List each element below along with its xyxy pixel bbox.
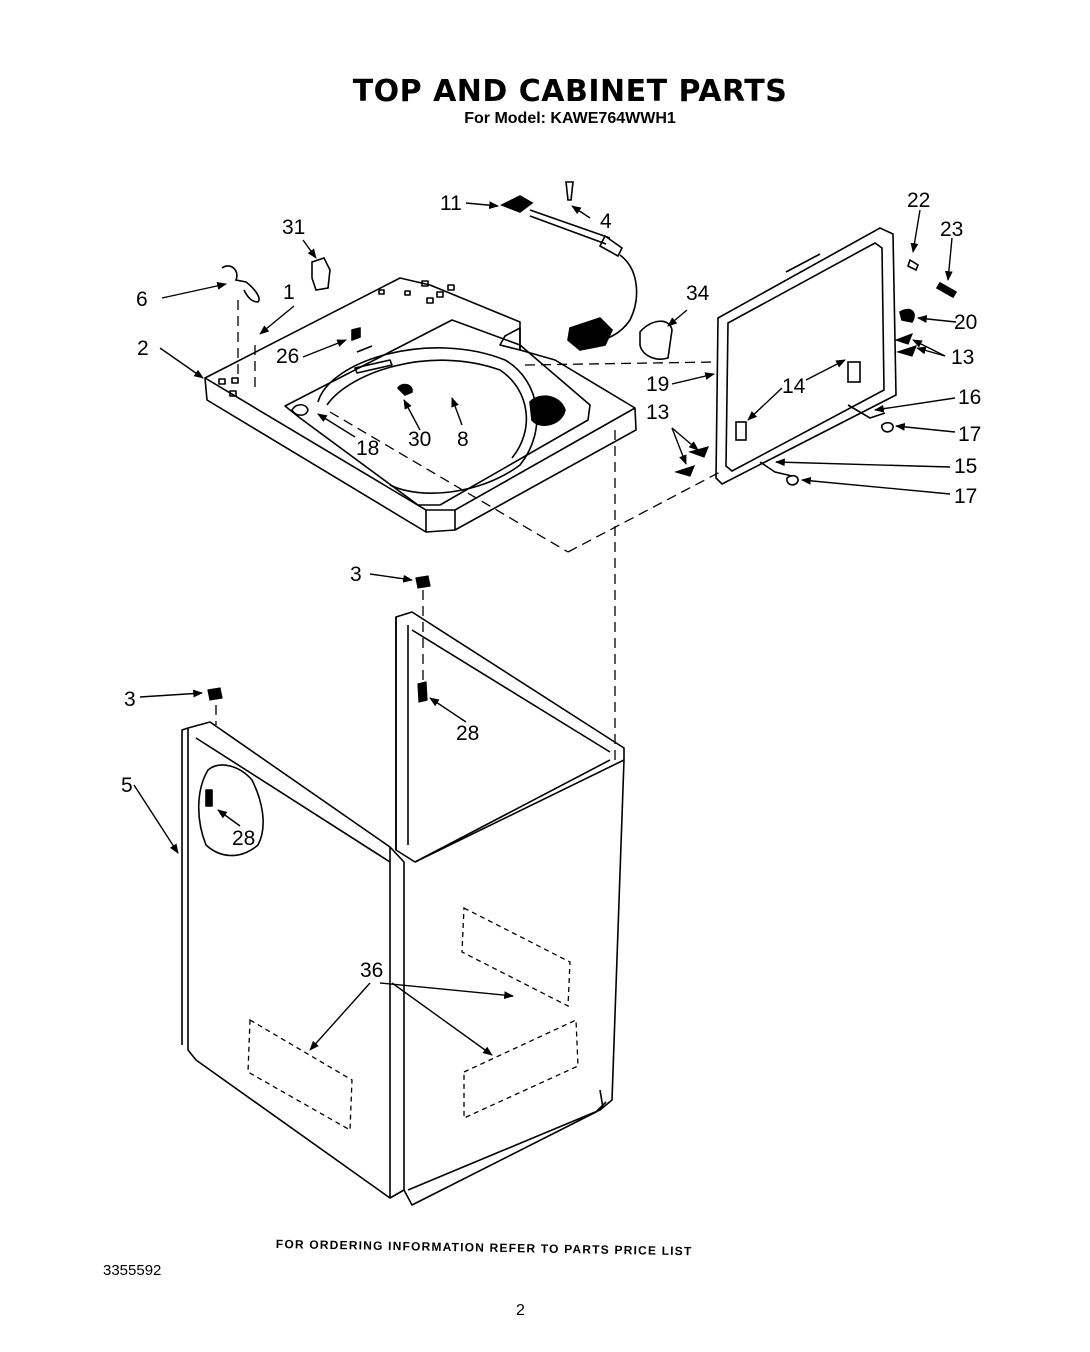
callout-31: 31: [282, 216, 305, 239]
part-6-shape: [221, 265, 260, 303]
cabinet: [181, 611, 625, 1206]
callout-13: 13: [951, 346, 974, 369]
callout-3: 3: [350, 563, 362, 586]
document-number: 3355592: [103, 1262, 162, 1279]
page-number: 2: [516, 1302, 525, 1319]
callout-26: 26: [276, 345, 299, 368]
callout-15: 15: [954, 455, 977, 478]
callout-34: 34: [686, 282, 710, 305]
callout-36: 36: [360, 959, 383, 982]
callout-1: 1: [283, 281, 295, 304]
hinge-screws: [207, 575, 431, 703]
callout-5: 5: [121, 774, 133, 797]
leader-lines: [133, 201, 957, 1056]
callout-6: 6: [136, 288, 148, 311]
lid-assembly: [715, 227, 958, 486]
callout-3: 3: [124, 688, 136, 711]
callout-13: 13: [646, 401, 669, 424]
callout-labels: 1 2 3 3 4 5 6 8 11 13 13 14 15 16 17 17 …: [121, 189, 981, 982]
top-panel: [204, 277, 637, 533]
callout-4: 4: [600, 210, 612, 233]
callout-2: 2: [137, 337, 149, 360]
callout-30: 30: [408, 428, 431, 451]
part-34-shape: [639, 320, 673, 360]
page-title: TOP AND CABINET PARTS: [352, 74, 788, 109]
callout-14: 14: [782, 375, 806, 398]
lid-screws: [673, 332, 918, 477]
alignment-lines: [215, 300, 721, 760]
cabinet-labels-dashed: [247, 906, 579, 1132]
callout-28: 28: [232, 827, 255, 850]
callout-17: 17: [958, 423, 981, 446]
callout-8: 8: [457, 428, 469, 451]
callout-28: 28: [456, 722, 479, 745]
callout-17: 17: [954, 485, 977, 508]
lid-switch-harness: [500, 181, 638, 351]
callout-23: 23: [940, 218, 963, 241]
callout-11: 11: [440, 192, 462, 215]
callout-20: 20: [954, 311, 977, 334]
callout-18: 18: [356, 437, 379, 460]
callout-19: 19: [646, 373, 669, 396]
model-subtitle: For Model: KAWE764WWH1: [464, 110, 676, 127]
part-31-shape: [311, 257, 331, 291]
callout-22: 22: [907, 189, 930, 212]
callout-16: 16: [958, 386, 981, 409]
